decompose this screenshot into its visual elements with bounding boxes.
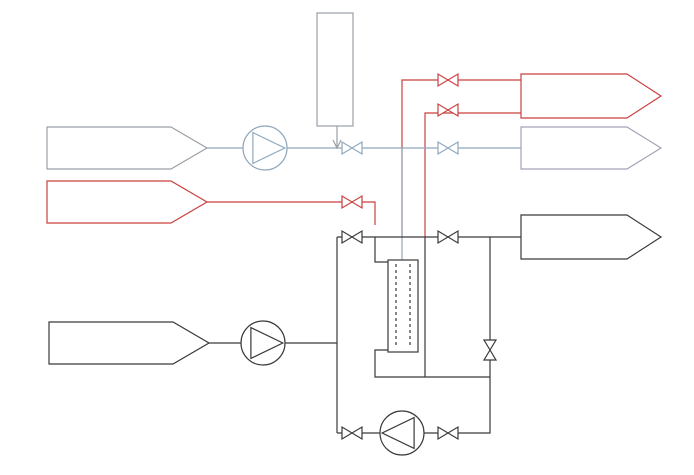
valve-red-top — [437, 72, 459, 88]
column-body — [387, 259, 419, 353]
valve-black-upper-right — [437, 229, 459, 245]
separation-column — [387, 259, 419, 353]
tank-left-upper — [46, 126, 209, 170]
pump-black-left — [240, 320, 286, 366]
vessel-arrow — [332, 139, 342, 150]
tanks — [46, 12, 663, 365]
valve-black-upper-left — [341, 229, 363, 245]
black-pipe-column-bottom — [374, 349, 490, 378]
pump-triangle — [250, 326, 285, 360]
red-pipe-second — [424, 112, 521, 237]
valve-black-bottom-left — [341, 425, 363, 441]
valve-blue-right — [437, 140, 459, 156]
valve-blue-left — [341, 140, 363, 156]
pump-icon — [240, 320, 286, 366]
tank-right-red — [520, 73, 663, 119]
tank-right-blue — [520, 126, 663, 170]
pump-icon — [379, 410, 425, 456]
pump-triangle — [380, 416, 415, 450]
black-pipe-column-top — [374, 237, 388, 263]
vessel-top — [316, 12, 354, 127]
pump-black-bottom — [379, 410, 425, 456]
valve-black-vertical — [482, 339, 498, 361]
valves — [341, 72, 498, 441]
valve-red-left — [341, 194, 363, 210]
pump-icon — [242, 125, 288, 171]
red-pipe-left — [207, 201, 376, 225]
tank-left-middle — [46, 180, 209, 224]
pump-blue — [242, 125, 288, 171]
tank-left-lower — [48, 321, 211, 365]
red-pipe-top — [401, 79, 521, 237]
valve-black-bottom-right — [437, 425, 459, 441]
pumps — [240, 125, 425, 456]
valve-red-second — [437, 102, 459, 118]
tank-right-black — [520, 214, 663, 260]
pump-triangle — [252, 131, 287, 165]
